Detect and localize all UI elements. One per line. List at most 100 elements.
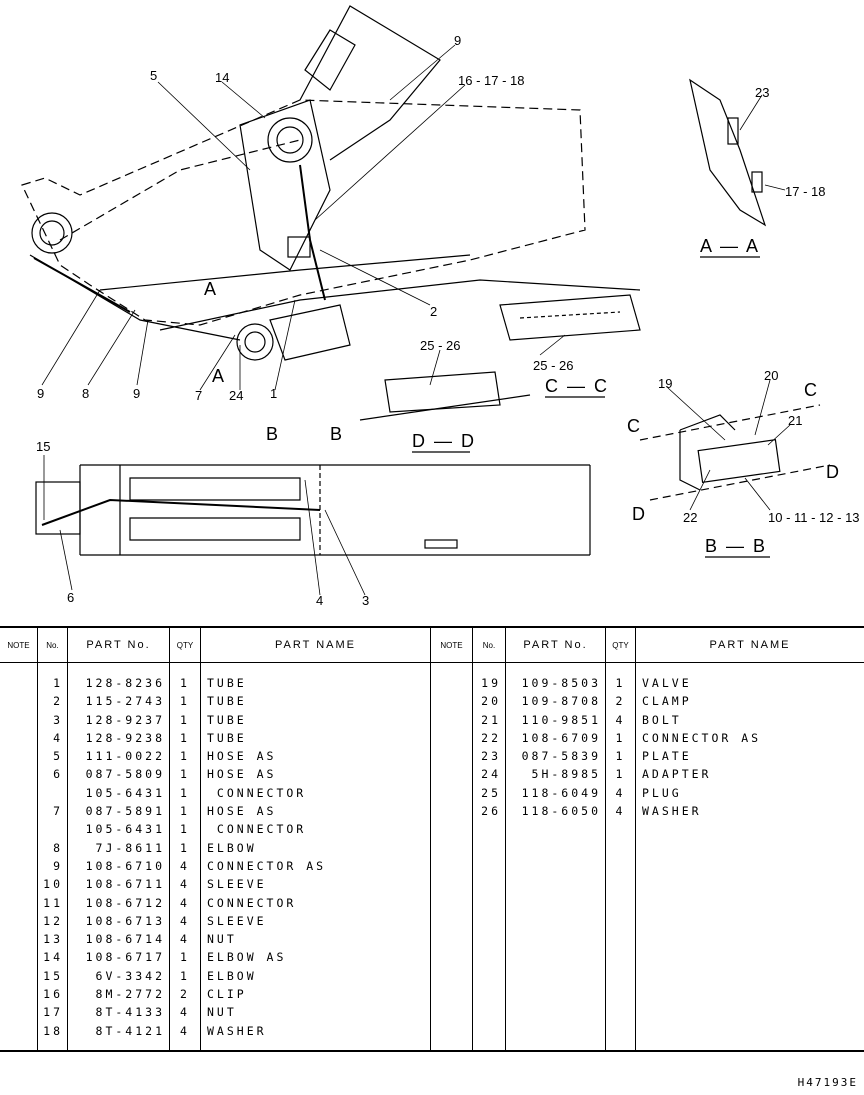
table-cell-name: HOSE AS bbox=[207, 749, 277, 764]
table-cell-qty: 1 bbox=[180, 749, 190, 764]
table-cell-no: 21 bbox=[481, 712, 501, 727]
callout: 6 bbox=[67, 590, 74, 605]
section-c-c bbox=[499, 294, 641, 398]
leader-lines bbox=[41, 44, 791, 596]
table-cell-name: CLIP bbox=[207, 987, 247, 1002]
table-cell-no: 26 bbox=[481, 804, 501, 819]
table-cell-no: 11 bbox=[43, 895, 63, 910]
marker-a: A bbox=[212, 366, 226, 386]
table-cell-no: 1 bbox=[53, 676, 63, 690]
table-cell-part-no: 128-9237 bbox=[85, 712, 165, 727]
callout: 24 bbox=[229, 388, 243, 403]
callout: 21 bbox=[788, 413, 802, 428]
table-cell-part-no: 118-6050 bbox=[521, 804, 601, 819]
table-cell-qty: 4 bbox=[180, 913, 190, 928]
table-cell-name: NUT bbox=[207, 1005, 237, 1020]
table-cell-no: 8 bbox=[53, 840, 63, 855]
table-cell-name: SLEEVE bbox=[207, 913, 267, 928]
table-cell-name: PLATE bbox=[642, 749, 692, 764]
table-cell-qty: 1 bbox=[180, 840, 190, 855]
table-cell-part-no: 108-6717 bbox=[85, 950, 165, 965]
table-cell-part-no: 105-6431 bbox=[85, 822, 165, 837]
table-cell-no: 5 bbox=[53, 749, 63, 764]
callout: 25 - 26 bbox=[533, 358, 573, 373]
table-cell-no: 10 bbox=[43, 877, 63, 892]
header-qty: QTY bbox=[606, 628, 635, 663]
table-cell-qty: 1 bbox=[180, 822, 190, 837]
table-cell-no: 18 bbox=[43, 1023, 63, 1038]
table-cell-no: 2 bbox=[53, 694, 63, 709]
callout: 1 bbox=[270, 386, 277, 401]
table-cell-name: HOSE AS bbox=[207, 804, 277, 819]
header-part-name: PART NAME bbox=[636, 628, 864, 663]
table-cell-part-no: 108-6713 bbox=[85, 913, 165, 928]
table-cell-qty: 4 bbox=[615, 804, 626, 819]
header-qty: QTY bbox=[170, 628, 200, 663]
table-cell-name: CLAMP bbox=[642, 694, 692, 709]
callout: 4 bbox=[316, 593, 323, 608]
table-cell-part-no: 118-6049 bbox=[521, 785, 601, 800]
callout: 17 - 18 bbox=[785, 184, 825, 199]
table-cell-name: HOSE AS bbox=[207, 767, 277, 782]
table-cell-qty: 4 bbox=[180, 1005, 190, 1020]
marker-d: D bbox=[826, 462, 841, 482]
table-cell-part-no: 8M-2772 bbox=[95, 987, 165, 1002]
table-cell-name: WASHER bbox=[642, 804, 702, 819]
callouts: 1 2 3 4 5 6 7 8 9 9 9 9 14 15 16 - 17 - … bbox=[36, 33, 860, 608]
table-cell-qty: 4 bbox=[180, 858, 190, 873]
table-cell-qty: 1 bbox=[615, 730, 626, 745]
callout: 19 bbox=[658, 376, 672, 391]
note-column: NOTE bbox=[430, 628, 472, 1050]
section-title-b-b: B — B bbox=[705, 536, 767, 556]
table-cell-name: CONNECTOR AS bbox=[207, 858, 327, 873]
table-cell-no: 14 bbox=[43, 950, 63, 965]
table-cell-no: 6 bbox=[53, 767, 63, 782]
table-cell-part-no: 108-6714 bbox=[85, 932, 165, 947]
callout: 16 - 17 - 18 bbox=[458, 73, 525, 88]
header-part-name: PART NAME bbox=[201, 628, 430, 663]
table-cell-qty: 1 bbox=[180, 694, 190, 709]
table-cell-qty: 1 bbox=[180, 712, 190, 727]
header-no: No. bbox=[38, 628, 67, 663]
callout: 10 - 11 - 12 - 13 bbox=[768, 510, 860, 525]
table-cell-name: TUBE bbox=[207, 730, 247, 745]
section-title-c-c: C — C bbox=[545, 376, 609, 396]
section-d-d bbox=[359, 371, 531, 453]
callout: 9 bbox=[454, 33, 461, 48]
table-cell-no bbox=[38, 784, 67, 802]
marker-a: A bbox=[204, 279, 218, 299]
table-cell-name: CONNECTOR AS bbox=[642, 730, 762, 745]
table-cell-qty: 4 bbox=[615, 785, 626, 800]
table-cell-part-no: 128-8236 bbox=[85, 676, 165, 690]
table-cell-name: VALVE bbox=[642, 676, 692, 690]
marker-d: D bbox=[632, 504, 647, 524]
table-cell-part-no: 108-6709 bbox=[521, 730, 601, 745]
table-cell-qty: 1 bbox=[180, 804, 190, 819]
callout: 8 bbox=[82, 386, 89, 401]
table-cell-no: 9 bbox=[53, 858, 63, 873]
table-cell-part-no: 109-8708 bbox=[521, 694, 601, 709]
table-cell-name: TUBE bbox=[207, 676, 247, 690]
table-cell-name: NUT bbox=[207, 932, 237, 947]
callout: 20 bbox=[764, 368, 778, 383]
table-cell-part-no: 109-8503 bbox=[521, 676, 601, 690]
table-cell-no: 17 bbox=[43, 1005, 63, 1020]
table-cell-name: ELBOW bbox=[207, 968, 257, 983]
table-cell-part-no: 087-5891 bbox=[85, 804, 165, 819]
table-cell-name: ADAPTER bbox=[642, 767, 712, 782]
section-title-a-a: A — A bbox=[700, 236, 760, 256]
table-cell-part-no: 110-9851 bbox=[521, 712, 601, 727]
table-cell-no: 22 bbox=[481, 730, 501, 745]
table-cell-no: 25 bbox=[481, 785, 501, 800]
table-cell-no: 12 bbox=[43, 913, 63, 928]
table-cell-name: BOLT bbox=[642, 712, 682, 727]
table-cell-no: 13 bbox=[43, 932, 63, 947]
callout: 14 bbox=[215, 70, 229, 85]
table-cell-name: CONNECTOR bbox=[207, 822, 307, 837]
table-cell-qty: 1 bbox=[180, 730, 190, 745]
marker-b: B bbox=[330, 424, 344, 444]
